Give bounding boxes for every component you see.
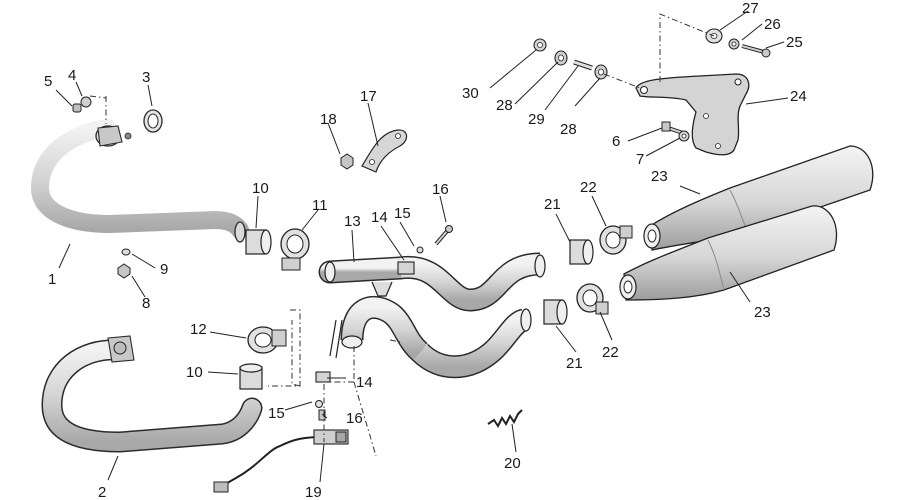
- callout-30: 30: [462, 85, 479, 102]
- support-bracket: [361, 129, 408, 173]
- muffler-mount-bracket: [635, 73, 750, 156]
- muffler-upper: [643, 145, 874, 251]
- flange-nut: [80, 96, 92, 108]
- callout-22-lower: 22: [602, 344, 619, 361]
- bracket-washer-upper: [416, 246, 424, 254]
- bracket-bolt-lower: [318, 409, 326, 421]
- callout-11: 11: [312, 197, 328, 214]
- callout-25: 25: [786, 34, 803, 51]
- callout-17: 17: [360, 88, 377, 105]
- exhaust-spring: [487, 409, 523, 428]
- callout-28-right: 28: [560, 121, 577, 138]
- callout-16-lower: 16: [346, 410, 363, 427]
- callout-7: 7: [636, 151, 644, 168]
- bracket-bolt-upper: [434, 225, 453, 246]
- mount-grommet: [533, 38, 547, 52]
- crossover-bracket-lower: [315, 371, 331, 383]
- callout-24: 24: [790, 88, 807, 105]
- callout-9: 9: [160, 261, 168, 278]
- callout-23-lower: 23: [754, 304, 771, 321]
- exhaust-sleeve-lower: [239, 363, 263, 390]
- muffler-lower: [619, 205, 838, 301]
- small-nut: [117, 263, 131, 279]
- callout-26: 26: [764, 16, 781, 33]
- mount-pin: [573, 59, 593, 71]
- header-pipe-rear: [41, 335, 263, 453]
- callout-28-left: 28: [496, 97, 513, 114]
- callout-21-lower: 21: [566, 355, 583, 372]
- muffler-sleeve-lower: [543, 299, 568, 325]
- callout-14-lower: 14: [356, 374, 373, 391]
- rubber-bushing-right: [594, 64, 608, 80]
- bracket-nut: [340, 153, 354, 170]
- callout-23-upper: 23: [651, 168, 668, 185]
- callout-4: 4: [68, 67, 76, 84]
- flange-stud: [72, 103, 82, 113]
- bracket-washer: [678, 130, 690, 142]
- callout-labels: 1 2 3 4 5 6 7 8 9 10 10 11 12 13 14 14 1…: [44, 0, 807, 500]
- header-pipe-front: [30, 119, 249, 243]
- callout-3: 3: [142, 69, 150, 86]
- bracket-washer-lower: [315, 400, 323, 408]
- crossover-y-pipe: [318, 252, 546, 379]
- oxygen-sensor: [213, 429, 349, 493]
- callout-8: 8: [142, 295, 150, 312]
- callout-12: 12: [190, 321, 207, 338]
- crossover-bracket-upper: [397, 261, 415, 275]
- callout-6: 6: [612, 133, 620, 150]
- muffler-sleeve-upper: [569, 239, 594, 265]
- small-washer: [121, 248, 131, 256]
- callout-22-upper: 22: [580, 179, 597, 196]
- exhaust-sleeve-upper: [245, 229, 272, 255]
- exhaust-gasket: [143, 109, 163, 133]
- callout-13: 13: [344, 213, 361, 230]
- mount-bolt: [741, 44, 771, 58]
- callout-10-upper: 10: [252, 180, 269, 197]
- leader-lines: [55, 10, 789, 483]
- rubber-bushing-left: [554, 50, 568, 66]
- muffler-clamp-upper: [599, 225, 633, 255]
- callout-27: 27: [742, 0, 759, 17]
- callout-29: 29: [528, 111, 545, 128]
- muffler-clamp-lower: [576, 283, 609, 315]
- callout-16-upper: 16: [432, 181, 449, 198]
- callout-1: 1: [48, 271, 56, 288]
- callout-2: 2: [98, 484, 106, 500]
- mount-washer: [728, 38, 740, 50]
- pipe-clamp-lower: [247, 326, 287, 354]
- callout-18: 18: [320, 111, 337, 128]
- assembly-lines: [89, 13, 715, 457]
- callout-20: 20: [504, 455, 521, 472]
- callout-10-lower: 10: [186, 364, 203, 381]
- callout-15-upper: 15: [394, 205, 411, 222]
- callout-21-upper: 21: [544, 196, 561, 213]
- callout-14-upper: 14: [371, 209, 388, 226]
- callout-15-lower: 15: [268, 405, 285, 422]
- callout-19: 19: [305, 484, 322, 500]
- callout-5: 5: [44, 73, 52, 90]
- pipe-clamp-upper: [280, 228, 310, 271]
